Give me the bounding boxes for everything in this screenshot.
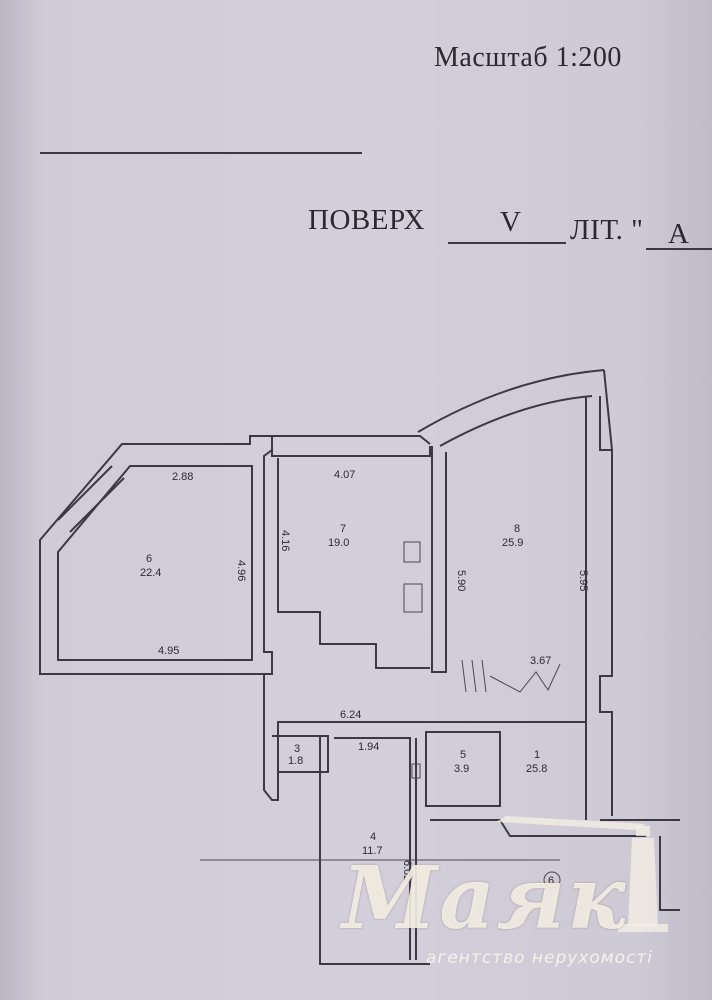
floor-label: ПОВЕРХ <box>308 204 425 236</box>
lighthouse-logo-icon <box>496 816 668 932</box>
room-7-area: 19.0 <box>328 537 349 549</box>
lit-underline <box>646 248 712 250</box>
wall-7-top <box>272 435 431 445</box>
room-4-number: 4 <box>370 831 376 843</box>
room-5-number: 5 <box>460 749 466 761</box>
dim-6-24: 6.24 <box>340 709 361 721</box>
dim-5-90: 5.90 <box>455 570 467 591</box>
room-6-number: 6 <box>146 553 152 565</box>
door-leaf <box>411 763 421 779</box>
lit-label: ЛІТ. " <box>570 214 644 246</box>
wall-right-bottom <box>600 819 680 911</box>
blank-line <box>40 152 362 154</box>
dim-4-07: 4.07 <box>334 469 355 481</box>
room-7-number: 7 <box>340 523 346 535</box>
dim-6-02: 6.02 <box>401 860 413 881</box>
room-3-area: 1.8 <box>288 755 303 767</box>
marker-number: 6 <box>548 875 554 887</box>
wall-room-1 <box>430 721 646 837</box>
wall-room-3 <box>272 735 329 773</box>
wall-room-8-curve <box>417 369 605 433</box>
room-3-number: 3 <box>294 743 300 755</box>
dim-1-94: 1.94 <box>358 741 379 753</box>
logo-subtitle: агентство нерухомості <box>426 948 653 968</box>
dim-4-96: 4.96 <box>235 560 247 581</box>
wall-room-8-curve-inner <box>439 395 593 447</box>
wall-room-8-right <box>585 396 613 820</box>
marker-circle <box>543 871 561 889</box>
wall-room-6 <box>39 435 273 675</box>
logo-wordmark: Маяк <box>342 848 628 949</box>
wall-right-outer <box>603 369 613 451</box>
dim-2-88: 2.88 <box>172 471 193 483</box>
bay-window-6 <box>57 465 125 533</box>
dim-3-67: 3.67 <box>530 655 551 667</box>
stair-symbol <box>461 659 561 693</box>
floor-underline <box>448 242 566 244</box>
room-1-area: 25.8 <box>526 763 547 775</box>
dim-5-95: 5.95 <box>577 570 589 591</box>
room-6-area: 22.4 <box>140 567 161 579</box>
lit-value: А <box>668 218 690 250</box>
scale-label: Масштаб 1:200 <box>434 42 622 73</box>
room-8-number: 8 <box>514 523 520 535</box>
room-4-area: 11.7 <box>362 845 383 857</box>
appliance-1 <box>403 541 421 563</box>
appliance-2 <box>403 583 423 613</box>
wall-room-8-left <box>431 446 447 673</box>
room-5-area: 3.9 <box>454 763 469 775</box>
room-8-area: 25.9 <box>502 537 523 549</box>
wall-corridor <box>263 674 512 965</box>
room-1-number: 1 <box>534 749 540 761</box>
wall-room-4 <box>334 737 417 960</box>
wall-room-5 <box>425 731 501 807</box>
wall-room-6-inner <box>57 465 253 661</box>
wall-room-7 <box>271 436 431 669</box>
floor-number: V <box>500 206 522 238</box>
dim-4-16: 4.16 <box>279 530 291 551</box>
dim-4-95: 4.95 <box>158 645 179 657</box>
